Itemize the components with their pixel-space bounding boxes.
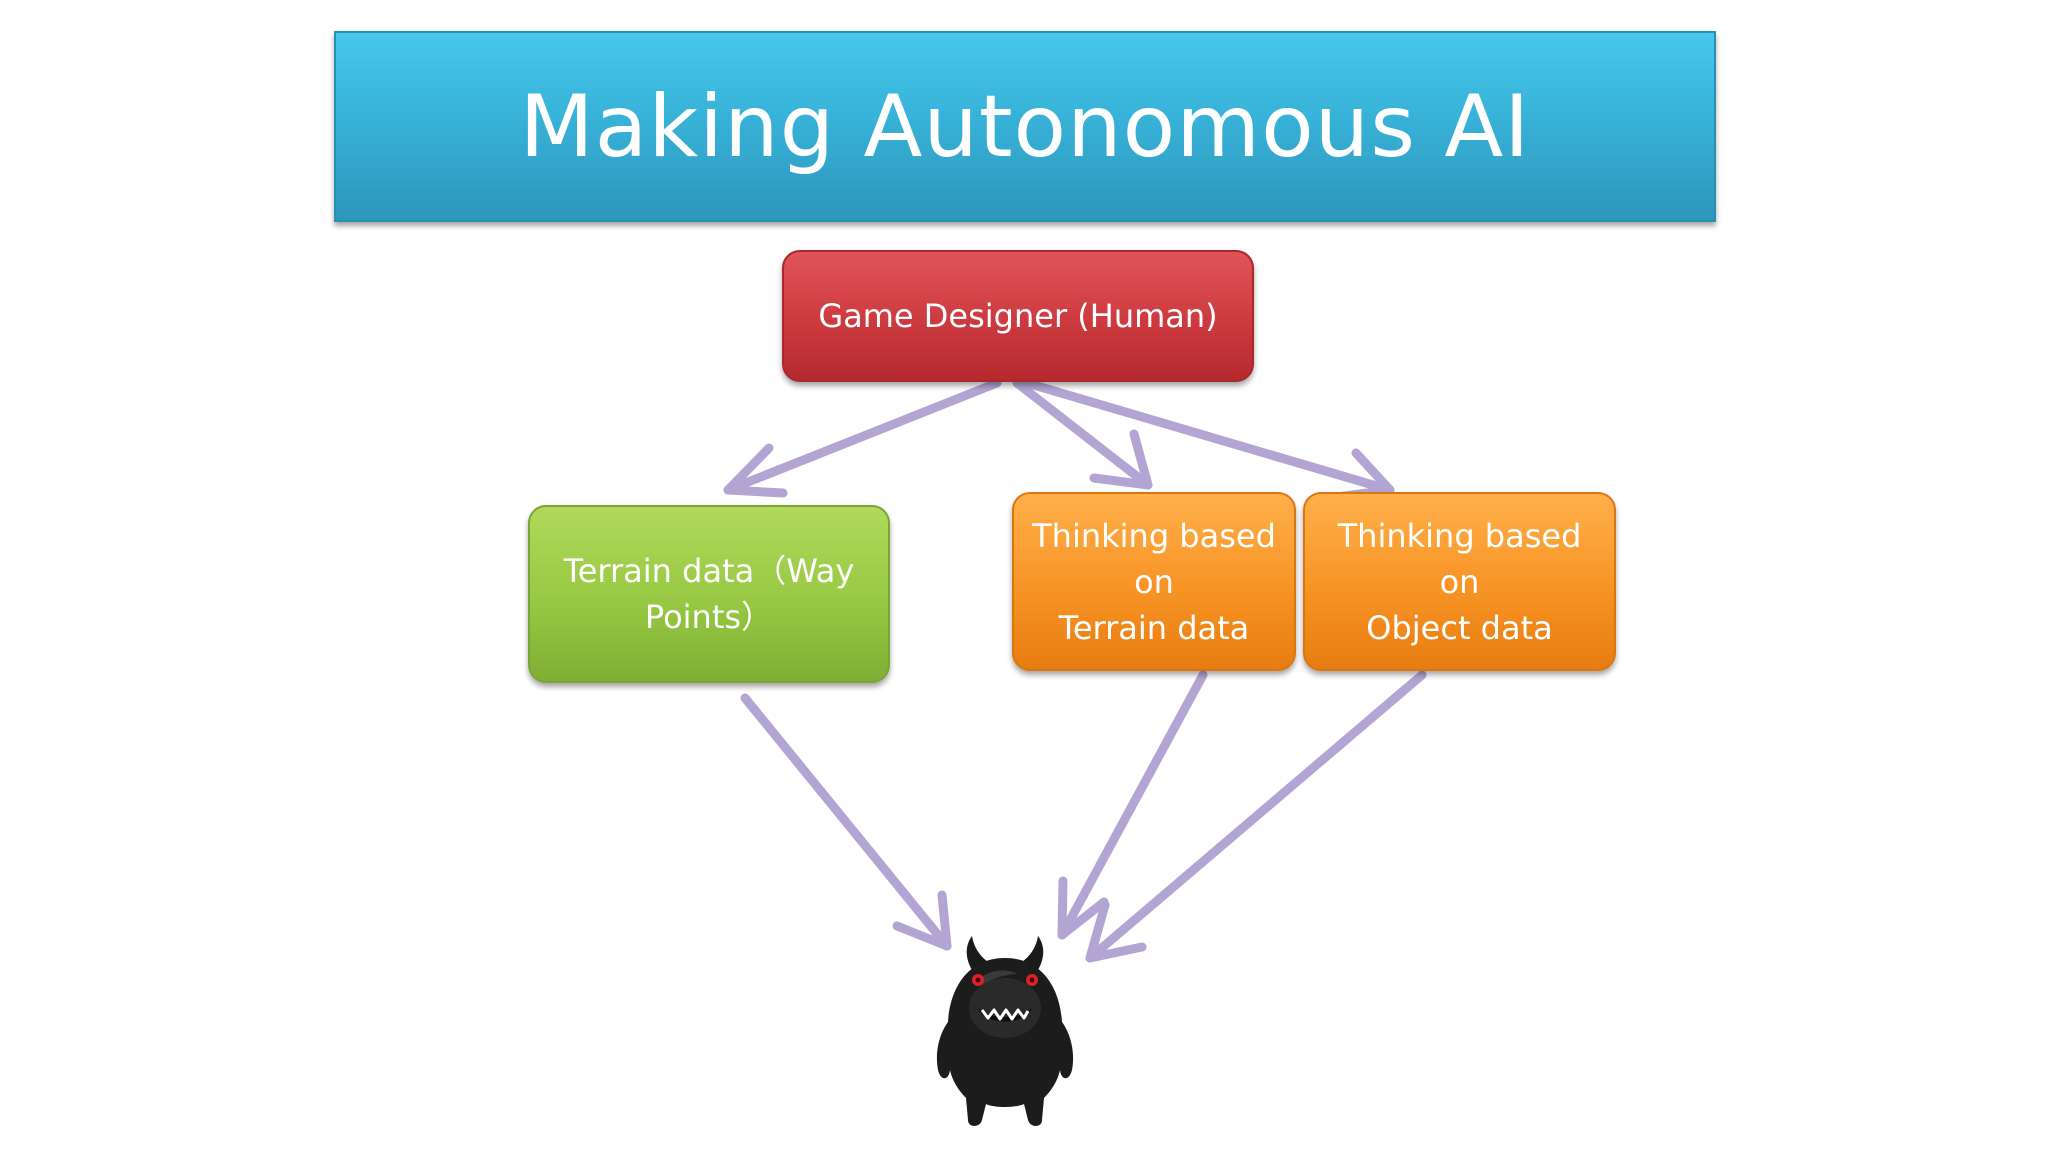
- node-terrain-data-line-2: Points）: [644, 598, 774, 636]
- monster-icon: [936, 936, 1074, 1126]
- arrow-designer-to-thinking-object: [1022, 378, 1395, 502]
- slide-title: Making Autonomous AI: [519, 76, 1531, 177]
- arrow-thinking-terrain-to-monster: [1057, 670, 1208, 940]
- node-thinking-terrain: Thinking based on Terrain data: [1012, 492, 1296, 671]
- node-thinking-terrain-line-3: Terrain data: [1058, 608, 1250, 647]
- node-thinking-object: Thinking based on Object data: [1303, 492, 1616, 671]
- node-terrain-data-line-1: Terrain data（Way: [563, 552, 855, 590]
- node-terrain-data: Terrain data（Way Points）: [528, 505, 890, 683]
- node-thinking-object-line-3: Object data: [1366, 608, 1553, 647]
- node-thinking-object-line-1: Thinking based: [1337, 516, 1582, 555]
- node-game-designer-label: Game Designer (Human): [818, 297, 1218, 335]
- node-thinking-terrain-line-2: on: [1134, 562, 1174, 601]
- node-game-designer: Game Designer (Human): [782, 250, 1254, 382]
- title-bar: Making Autonomous AI: [334, 31, 1716, 222]
- arrow-designer-to-terrain-data: [723, 378, 1002, 498]
- arrow-terrain-data-to-monster: [740, 693, 952, 951]
- node-thinking-terrain-line-1: Thinking based: [1032, 516, 1276, 555]
- arrow-thinking-object-to-monster: [1085, 670, 1427, 963]
- node-thinking-object-line-2: on: [1439, 562, 1480, 601]
- arrow-designer-to-thinking-terrain: [1012, 378, 1153, 490]
